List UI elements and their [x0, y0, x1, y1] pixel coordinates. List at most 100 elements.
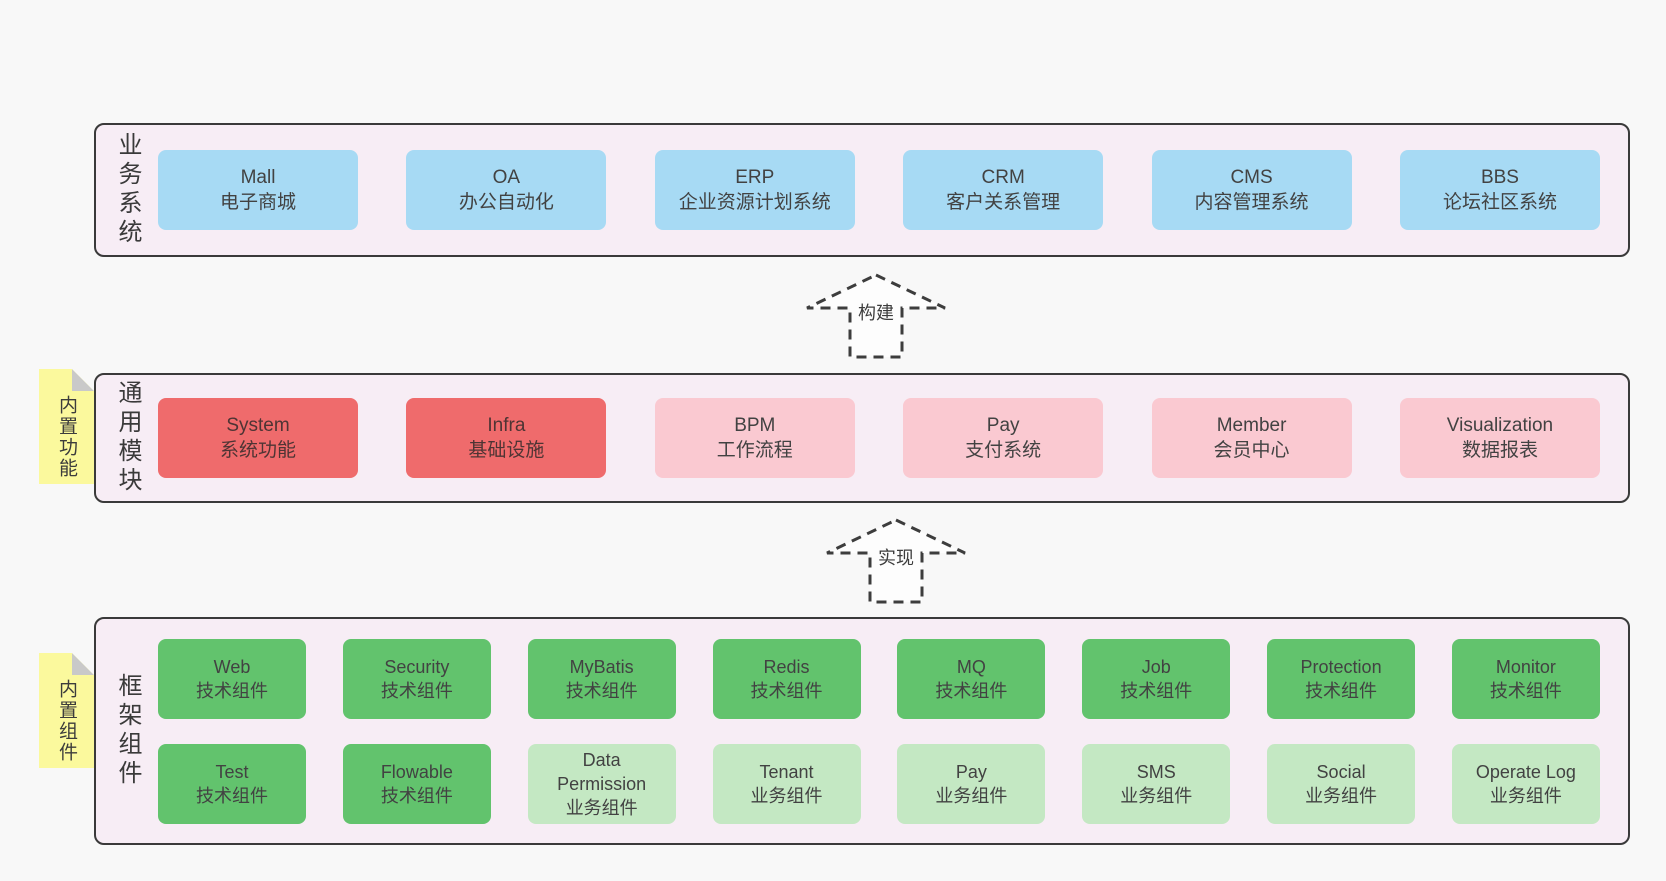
box-subtitle: 数据报表 [1461, 440, 1538, 461]
box-security: Security 技术组件 [342, 638, 491, 719]
sticky-note-builtin-components: 内置组件 [39, 653, 94, 768]
box-subtitle: 基础设施 [468, 440, 545, 461]
box-subtitle: 论坛社区系统 [1442, 192, 1557, 213]
box-title: Mall [240, 167, 276, 188]
box-title: Job [1141, 656, 1171, 677]
box-subtitle: 电子商城 [219, 192, 296, 213]
box-title: BBS [1480, 167, 1519, 188]
box-bbs: BBS 论坛社区系统 [1399, 150, 1600, 230]
box-pay: Pay 支付系统 [903, 398, 1104, 478]
box-title: Pay [955, 761, 987, 782]
box-web: Web 技术组件 [158, 638, 306, 719]
box-job: Job 技术组件 [1082, 638, 1231, 719]
box-title: Member [1216, 415, 1287, 436]
box-mall: Mall 电子商城 [158, 150, 358, 230]
box-title: Monitor [1495, 656, 1556, 677]
note-fold-corner-icon [72, 653, 94, 675]
box-infra: Infra 基础设施 [406, 398, 607, 478]
box-title: Test [215, 761, 249, 782]
box-data-permission: Data Permission 业务组件 [527, 743, 676, 824]
note-text: 内置组件 [56, 679, 77, 763]
box-mq: MQ 技术组件 [897, 638, 1046, 719]
box-subtitle: 企业资源计划系统 [678, 192, 831, 213]
box-subtitle: 支付系统 [965, 440, 1042, 461]
box-title: Flowable [380, 761, 453, 782]
box-title: Data Permission [557, 749, 647, 794]
box-subtitle: 工作流程 [716, 440, 793, 461]
box-member: Member 会员中心 [1151, 398, 1352, 478]
box-subtitle: 技术组件 [380, 680, 453, 701]
box-title: Pay [986, 415, 1020, 436]
box-title: BPM [734, 415, 776, 436]
box-subtitle: 业务组件 [750, 785, 823, 806]
arrow-label: 实现 [875, 544, 917, 570]
layer-label-framework-components: 框架组件 [114, 673, 141, 789]
box-monitor: Monitor 技术组件 [1451, 638, 1600, 719]
box-title: Infra [487, 415, 526, 436]
sticky-note-builtin-features: 内置功能 [39, 369, 94, 484]
box-subtitle: 内容管理系统 [1194, 192, 1309, 213]
box-bpm: BPM 工作流程 [654, 398, 855, 478]
box-subtitle: 技术组件 [196, 680, 268, 701]
box-social: Social 业务组件 [1267, 743, 1416, 824]
box-flowable: Flowable 技术组件 [342, 743, 491, 824]
box-title: Visualization [1446, 415, 1554, 436]
box-tenant: Tenant 业务组件 [712, 743, 861, 824]
box-crm: CRM 客户关系管理 [903, 150, 1104, 230]
box-subtitle: 技术组件 [935, 680, 1008, 701]
box-subtitle: 办公自动化 [458, 192, 554, 213]
box-subtitle: 业务组件 [1305, 785, 1378, 806]
box-subtitle: 技术组件 [380, 785, 453, 806]
box-title: MQ [956, 656, 986, 677]
box-subtitle: 技术组件 [1489, 680, 1562, 701]
arrow-build: 构建 [804, 273, 948, 359]
box-mybatis: MyBatis 技术组件 [527, 638, 676, 719]
box-subtitle: 业务组件 [565, 797, 638, 818]
box-title: Redis [763, 656, 810, 677]
box-subtitle: 技术组件 [565, 680, 638, 701]
box-title: SMS [1136, 761, 1176, 782]
note-text: 内置功能 [56, 395, 77, 479]
arrow-implement: 实现 [824, 518, 968, 604]
box-title: Tenant [759, 761, 814, 782]
box-title: Security [384, 656, 450, 677]
arrow-label: 构建 [855, 299, 897, 325]
box-subtitle: 技术组件 [750, 680, 823, 701]
box-title: MyBatis [569, 656, 634, 677]
box-visualization: Visualization 数据报表 [1399, 398, 1600, 478]
box-subtitle: 技术组件 [1120, 680, 1193, 701]
layer-label-business-systems: 业务系统 [114, 132, 141, 248]
box-subtitle: 技术组件 [1305, 680, 1378, 701]
box-title: Social [1316, 761, 1366, 782]
box-subtitle: 业务组件 [1120, 785, 1193, 806]
box-test: Test 技术组件 [158, 743, 306, 824]
box-subtitle: 客户关系管理 [946, 192, 1061, 213]
box-subtitle: 业务组件 [1489, 785, 1562, 806]
box-title: Web [213, 656, 251, 677]
box-sms: SMS 业务组件 [1082, 743, 1231, 824]
note-fold-corner-icon [72, 369, 94, 391]
box-oa: OA 办公自动化 [406, 150, 607, 230]
box-title: Operate Log [1475, 761, 1576, 782]
box-title: OA [492, 167, 521, 188]
box-redis: Redis 技术组件 [712, 638, 861, 719]
box-title: CRM [981, 167, 1025, 188]
box-subtitle: 会员中心 [1213, 440, 1290, 461]
box-title: CMS [1230, 167, 1273, 188]
box-subtitle: 技术组件 [196, 785, 268, 806]
